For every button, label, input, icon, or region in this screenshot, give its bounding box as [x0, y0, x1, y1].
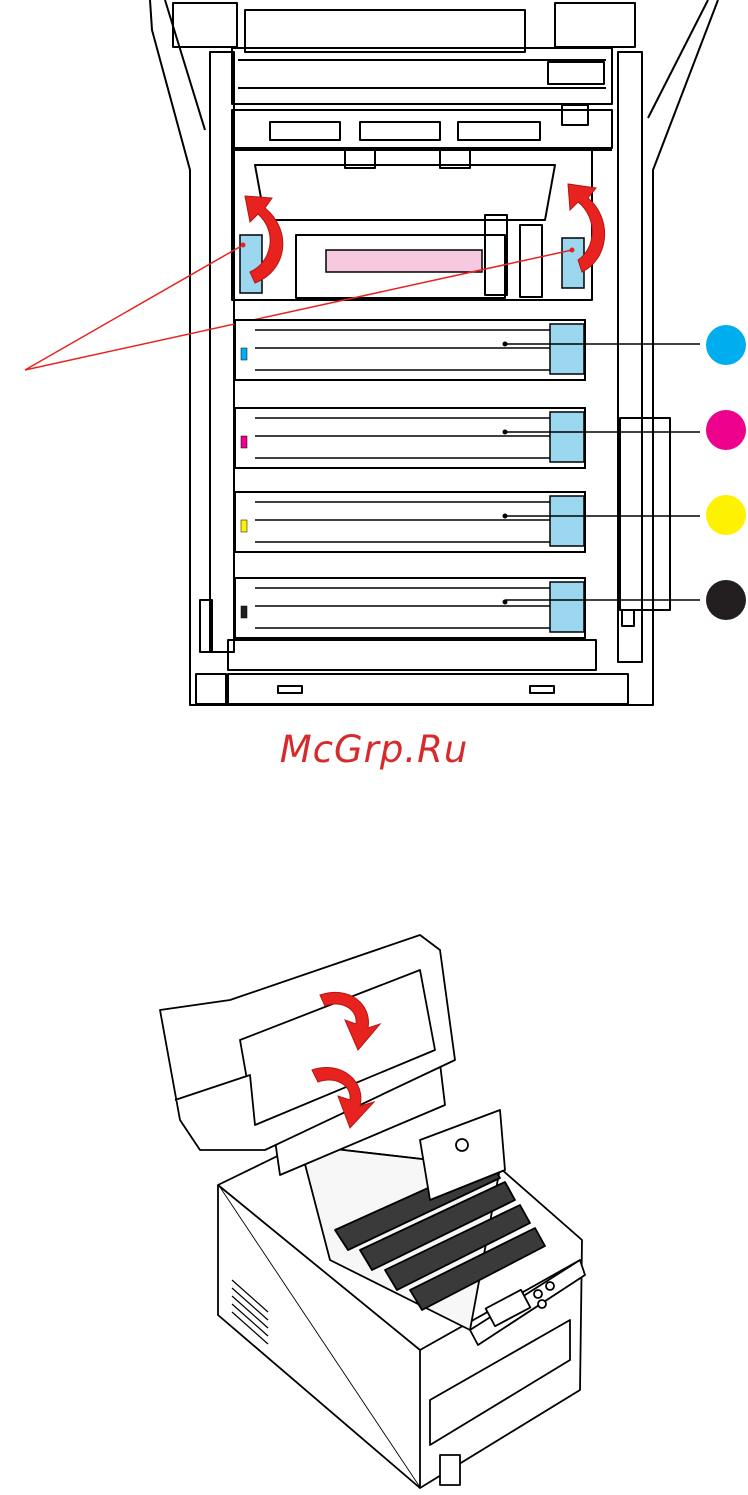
color-key-black — [706, 580, 746, 620]
color-key-cyan — [706, 325, 746, 365]
drum-yellow — [235, 492, 585, 552]
printer-illustration — [0, 920, 748, 1495]
drum-black — [235, 578, 585, 638]
drum-diagram — [0, 0, 748, 712]
drum-magenta — [235, 408, 585, 468]
watermark: McGrp.Ru — [0, 728, 748, 771]
color-key-yellow — [706, 495, 746, 535]
transfer-belt — [326, 250, 482, 272]
drum-cyan — [235, 320, 585, 380]
color-key-magenta — [706, 410, 746, 450]
